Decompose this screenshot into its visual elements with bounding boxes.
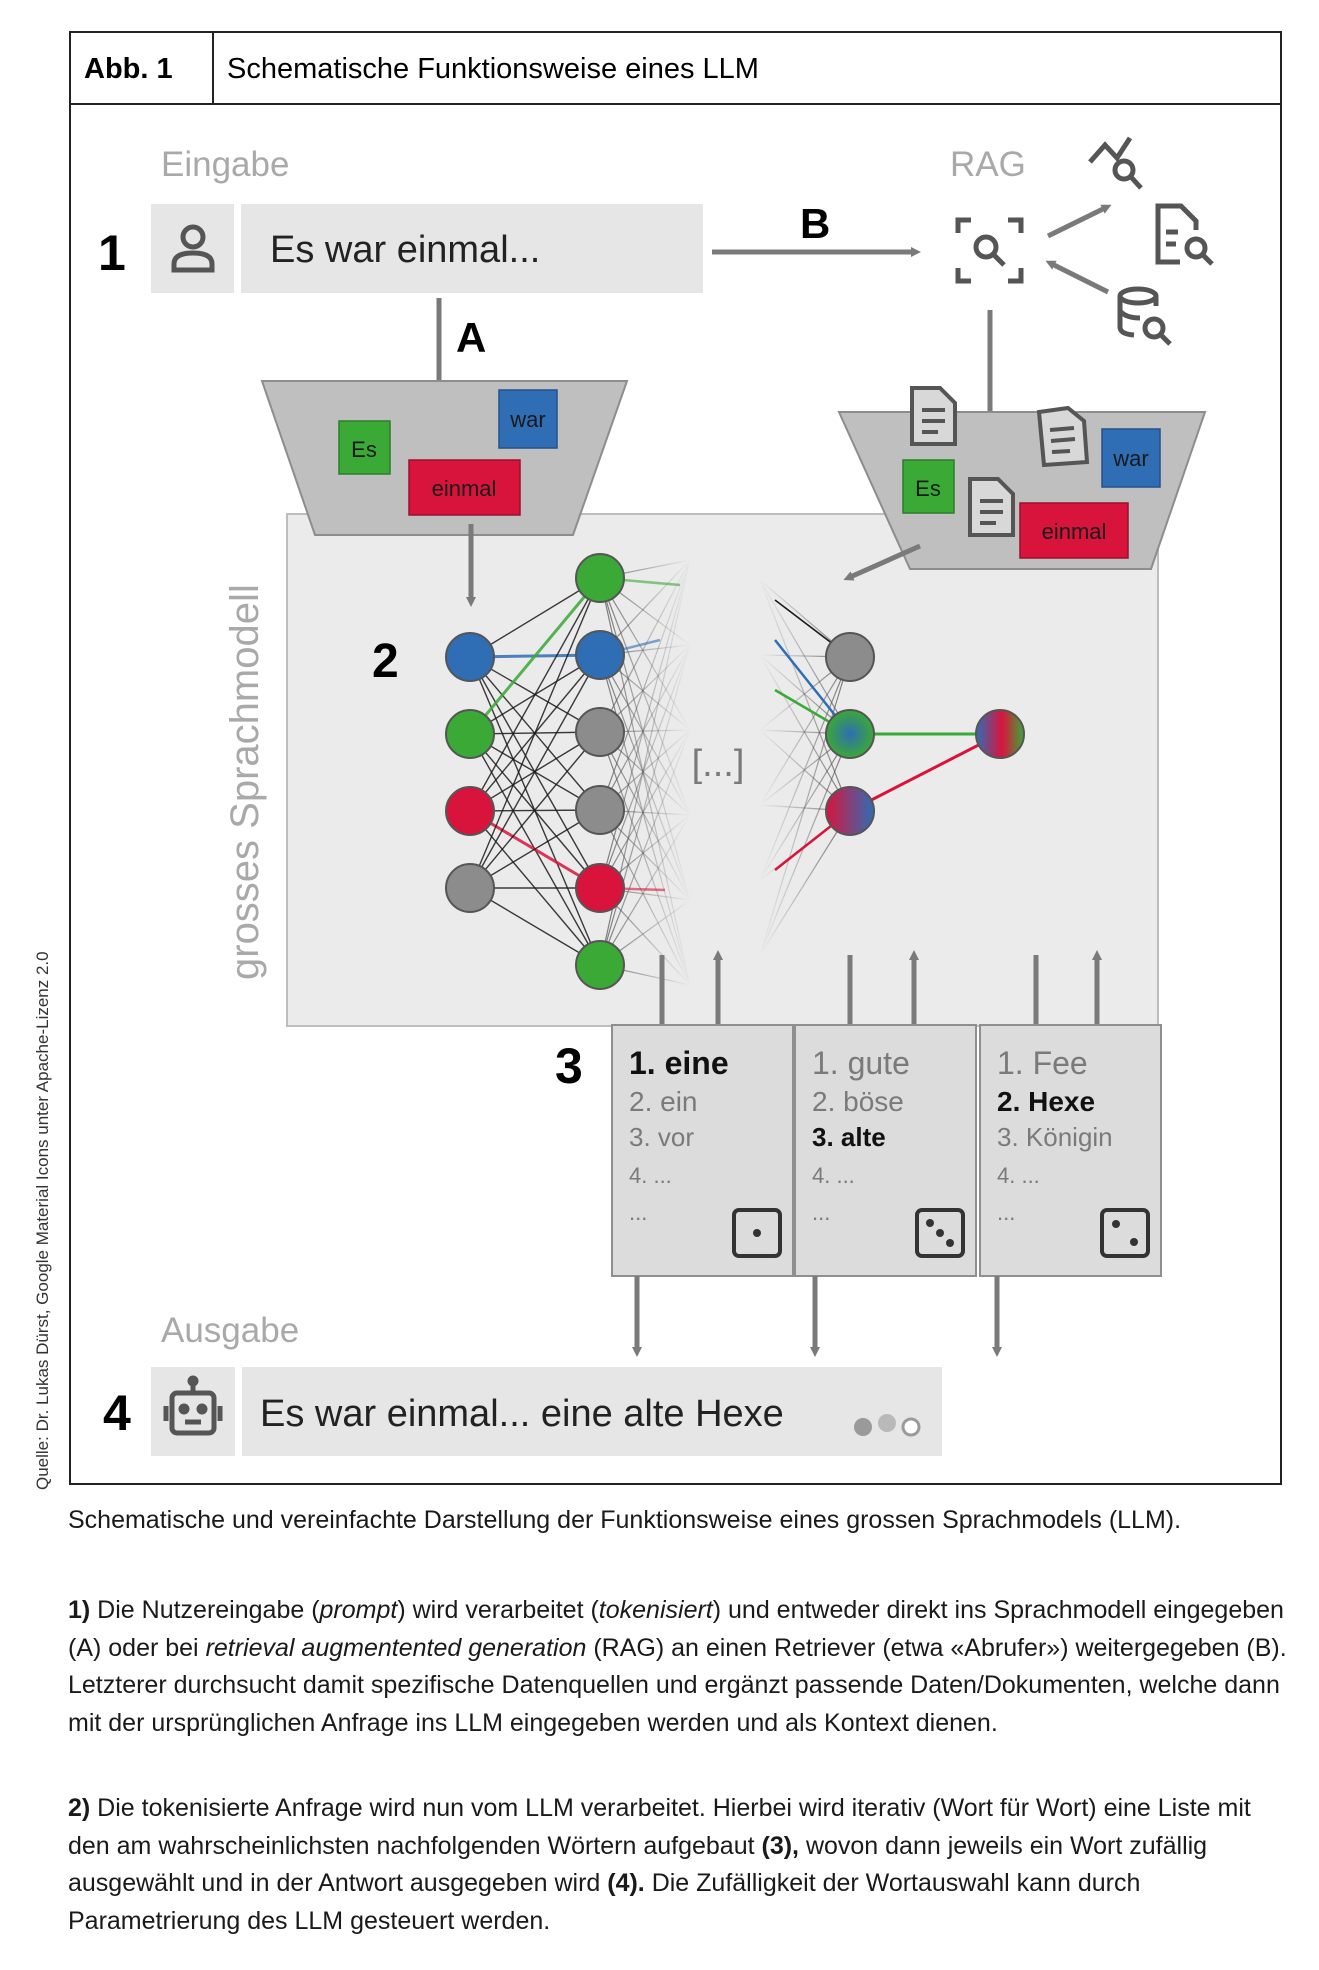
last-hidden-node-2 xyxy=(825,709,875,759)
hidden-layer-node-4 xyxy=(575,785,625,835)
token-einmal-right xyxy=(1019,502,1129,559)
candidate-item: ... xyxy=(812,1200,830,1225)
token-war-right-text: war xyxy=(1112,446,1148,471)
input-field xyxy=(241,204,703,293)
candidate-item: 2. ein xyxy=(629,1086,698,1117)
token-es-left xyxy=(338,420,391,475)
dice-3-icon xyxy=(915,1208,965,1258)
candidate-item: 4. ... xyxy=(812,1163,855,1188)
caption-paragraph-1: 1) Die Nutzereingabe (prompt) wird verar… xyxy=(68,1596,1287,1737)
candidate-list-1 xyxy=(611,1024,794,1277)
candidate-item: ... xyxy=(629,1200,647,1225)
model-panel xyxy=(286,513,1159,1027)
output-arrows xyxy=(632,1276,1002,1357)
step-3-number: 3 xyxy=(555,1038,583,1094)
dice-1-icon xyxy=(732,1208,782,1258)
caption-paragraph-2: 2) Die tokenisierte Anfrage wird nun vom… xyxy=(68,1794,1251,1935)
candidate-item: 1. gute xyxy=(812,1045,910,1081)
rag-arrow-in xyxy=(1045,260,1110,295)
document-search-icon xyxy=(1155,203,1214,266)
token-war-left xyxy=(498,389,558,449)
person-icon xyxy=(171,224,215,273)
figure-title: Schematische Funktionsweise eines LLM xyxy=(227,53,759,85)
rag-heading: RAG xyxy=(950,145,1026,184)
arrow-funnel-right-to-net xyxy=(843,543,922,581)
document-icon-3 xyxy=(968,477,1015,537)
output-field xyxy=(242,1367,942,1456)
figure-frame xyxy=(69,31,1282,1485)
input-layer-node-3 xyxy=(445,786,495,836)
candidate-selected: 2. Hexe xyxy=(997,1086,1095,1117)
model-label: grosses Sprachmodell xyxy=(223,584,267,980)
token-es-right-text: Es xyxy=(915,476,941,501)
candidate-item: 1. Fee xyxy=(997,1045,1088,1081)
figure-source: Quelle: Dr. Lukas Dürst, Google Material… xyxy=(33,951,52,1490)
llm-diagram: Abb. 1 Schematische Funktionsweise eines… xyxy=(33,31,1282,1490)
input-layer-node-4 xyxy=(445,863,495,913)
step-1-number: 1 xyxy=(98,225,126,281)
output-text: Es war einmal... eine alte Hexe xyxy=(260,1393,784,1435)
candidate-item: 3. Königin xyxy=(997,1122,1113,1152)
hidden-layers-ellipsis: [...] xyxy=(692,743,745,785)
candidate-selected: 1. eine xyxy=(629,1045,729,1081)
candidate-list-3 xyxy=(979,1024,1162,1277)
typing-dots-icon xyxy=(854,1414,921,1437)
hidden-layer-node-5 xyxy=(575,863,625,913)
input-layer-node-1 xyxy=(445,632,495,682)
network-nodes xyxy=(445,553,1025,990)
token-einmal-right-text: einmal xyxy=(1042,519,1107,544)
database-search-icon xyxy=(1117,286,1172,346)
document-icon-1 xyxy=(910,386,957,446)
robot-icon xyxy=(163,1375,223,1436)
last-hidden-node-3 xyxy=(825,786,875,836)
candidate-item: 3. vor xyxy=(629,1122,694,1152)
last-hidden-node-1 xyxy=(825,632,875,682)
candidate-item: ... xyxy=(997,1200,1015,1225)
rag-arrow-out xyxy=(1046,204,1112,239)
candidate-item: 4. ... xyxy=(629,1163,672,1188)
input-heading: Eingabe xyxy=(161,145,289,184)
input-layer-node-2 xyxy=(445,709,495,759)
figure-label: Abb. 1 xyxy=(84,53,173,85)
step-4-number: 4 xyxy=(103,1385,131,1441)
dice-2-icon xyxy=(1100,1208,1150,1258)
token-es-left-text: Es xyxy=(351,437,377,462)
input-text: Es war einmal... xyxy=(270,229,540,271)
hidden-layer-node-6 xyxy=(575,940,625,990)
token-es-right xyxy=(902,459,955,514)
candidate-item: 4. ... xyxy=(997,1163,1040,1188)
candidate-lists: 1. eine 2. ein 3. vor 4. ...... 1. gute 2. bö… xyxy=(611,1024,1162,1277)
hidden-layer-node-3 xyxy=(575,707,625,757)
output-node xyxy=(975,709,1025,759)
query-stats-icon xyxy=(1088,136,1143,190)
candidate-selected: 3. alte xyxy=(812,1122,886,1152)
output-heading: Ausgabe xyxy=(161,1311,299,1350)
document-icon-2 xyxy=(1036,405,1090,468)
candidate-item: 2. böse xyxy=(812,1086,904,1117)
token-einmal-left xyxy=(408,459,521,516)
hidden-layer-node-1 xyxy=(575,553,625,603)
candidate-list-2 xyxy=(794,1024,977,1277)
arrow-a-label: A xyxy=(456,314,486,361)
hidden-layer-node-2 xyxy=(575,630,625,680)
step-2-number: 2 xyxy=(372,635,399,688)
caption-intro: Schematische und vereinfachte Darstellun… xyxy=(68,1506,1182,1534)
arrow-b-label: B xyxy=(800,200,830,247)
token-war-right xyxy=(1101,428,1161,488)
token-war-left-text: war xyxy=(509,407,545,432)
token-einmal-left-text: einmal xyxy=(432,476,497,501)
document-scanner-icon xyxy=(955,217,1024,284)
